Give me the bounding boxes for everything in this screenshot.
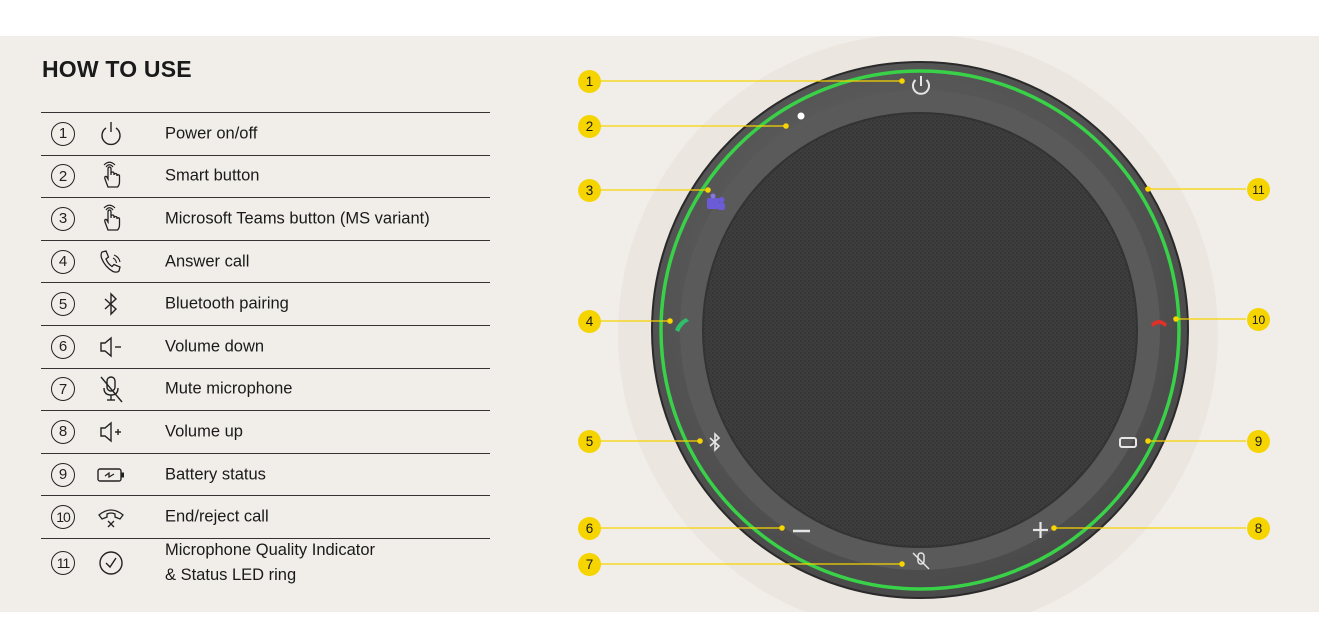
legend-label: Volume up bbox=[165, 422, 243, 441]
callout-8: 8 bbox=[1247, 517, 1270, 540]
callout-3: 3 bbox=[578, 179, 601, 202]
legend-row-battery: 9 Battery status bbox=[41, 452, 490, 496]
legend-table: 1 Power on/off 2 Smart button 3 Microsof… bbox=[41, 112, 490, 588]
legend-row-power: 1 Power on/off bbox=[41, 112, 490, 155]
teams-button-icon bbox=[96, 204, 126, 234]
callout-9: 9 bbox=[1247, 430, 1270, 453]
volume-down-icon bbox=[96, 332, 126, 362]
legend-label: Power on/off bbox=[165, 124, 258, 143]
legend-number: 11 bbox=[51, 551, 75, 576]
device-bluetooth-icon bbox=[709, 432, 721, 452]
battery-icon bbox=[96, 460, 126, 490]
device-mute-icon bbox=[912, 552, 930, 570]
volume-up-icon bbox=[96, 417, 126, 447]
legend-label: Microphone Quality Indicator & Status LE… bbox=[165, 541, 376, 585]
device-end-icon bbox=[1151, 320, 1167, 327]
legend-number: 8 bbox=[51, 419, 75, 444]
page-title: HOW TO USE bbox=[42, 56, 192, 82]
legend-number: 1 bbox=[51, 121, 75, 146]
answer-call-icon bbox=[96, 247, 126, 277]
legend-number: 6 bbox=[51, 334, 75, 359]
callout-7: 7 bbox=[578, 553, 601, 576]
callout-6: 6 bbox=[578, 517, 601, 540]
legend-number: 3 bbox=[51, 206, 75, 231]
led-ring bbox=[659, 69, 1181, 591]
callout-4: 4 bbox=[578, 310, 601, 333]
callout-leaders bbox=[598, 78, 1246, 567]
smart-button-icon bbox=[96, 161, 126, 191]
device-volume-up-icon bbox=[1033, 522, 1048, 538]
legend-row-bluetooth: 5 Bluetooth pairing bbox=[41, 282, 490, 325]
legend-number: 9 bbox=[51, 462, 75, 487]
end-call-icon bbox=[96, 502, 126, 532]
speaker-grille bbox=[702, 112, 1138, 548]
device-battery-icon bbox=[1119, 437, 1137, 448]
legend-row-volume-down: 6 Volume down bbox=[41, 324, 490, 368]
legend-label: Smart button bbox=[165, 166, 260, 185]
power-icon bbox=[96, 119, 126, 149]
callout-2: 2 bbox=[578, 115, 601, 138]
bluetooth-icon bbox=[96, 289, 126, 319]
legend-row-mute: 7 Mute microphone bbox=[41, 367, 490, 411]
device-smart-led bbox=[797, 112, 805, 120]
device-teams-icon bbox=[707, 193, 725, 210]
legend-label: Battery status bbox=[165, 465, 266, 484]
device-answer-icon bbox=[675, 318, 689, 332]
legend-row-teams: 3 Microsoft Teams button (MS variant) bbox=[41, 197, 490, 240]
legend-row-led-ring: 11 Microphone Quality Indicator & Status… bbox=[41, 537, 490, 588]
mute-microphone-icon bbox=[96, 374, 126, 404]
legend-number: 2 bbox=[51, 164, 75, 189]
legend-label: Volume down bbox=[165, 337, 265, 356]
device-power-icon bbox=[912, 76, 930, 95]
callout-10: 10 bbox=[1247, 308, 1270, 331]
legend-row-end-call: 10 End/reject call bbox=[41, 495, 490, 538]
legend-label: Bluetooth pairing bbox=[165, 294, 289, 313]
legend-label: Mute microphone bbox=[165, 379, 293, 398]
legend-number: 7 bbox=[51, 377, 75, 402]
legend-row-answer: 4 Answer call bbox=[41, 239, 490, 283]
legend-label: End/reject call bbox=[165, 507, 269, 526]
legend-row-volume-up: 8 Volume up bbox=[41, 410, 490, 453]
legend-number: 5 bbox=[51, 292, 75, 317]
check-circle-icon bbox=[96, 548, 126, 578]
legend-label: Answer call bbox=[165, 252, 250, 271]
callout-1: 1 bbox=[578, 70, 601, 93]
legend-label: Microsoft Teams button (MS variant) bbox=[165, 209, 430, 228]
legend-number: 10 bbox=[51, 505, 75, 530]
legend-number: 4 bbox=[51, 249, 75, 274]
callout-11: 11 bbox=[1247, 178, 1270, 201]
legend-row-smart: 2 Smart button bbox=[41, 154, 490, 198]
callout-5: 5 bbox=[578, 430, 601, 453]
